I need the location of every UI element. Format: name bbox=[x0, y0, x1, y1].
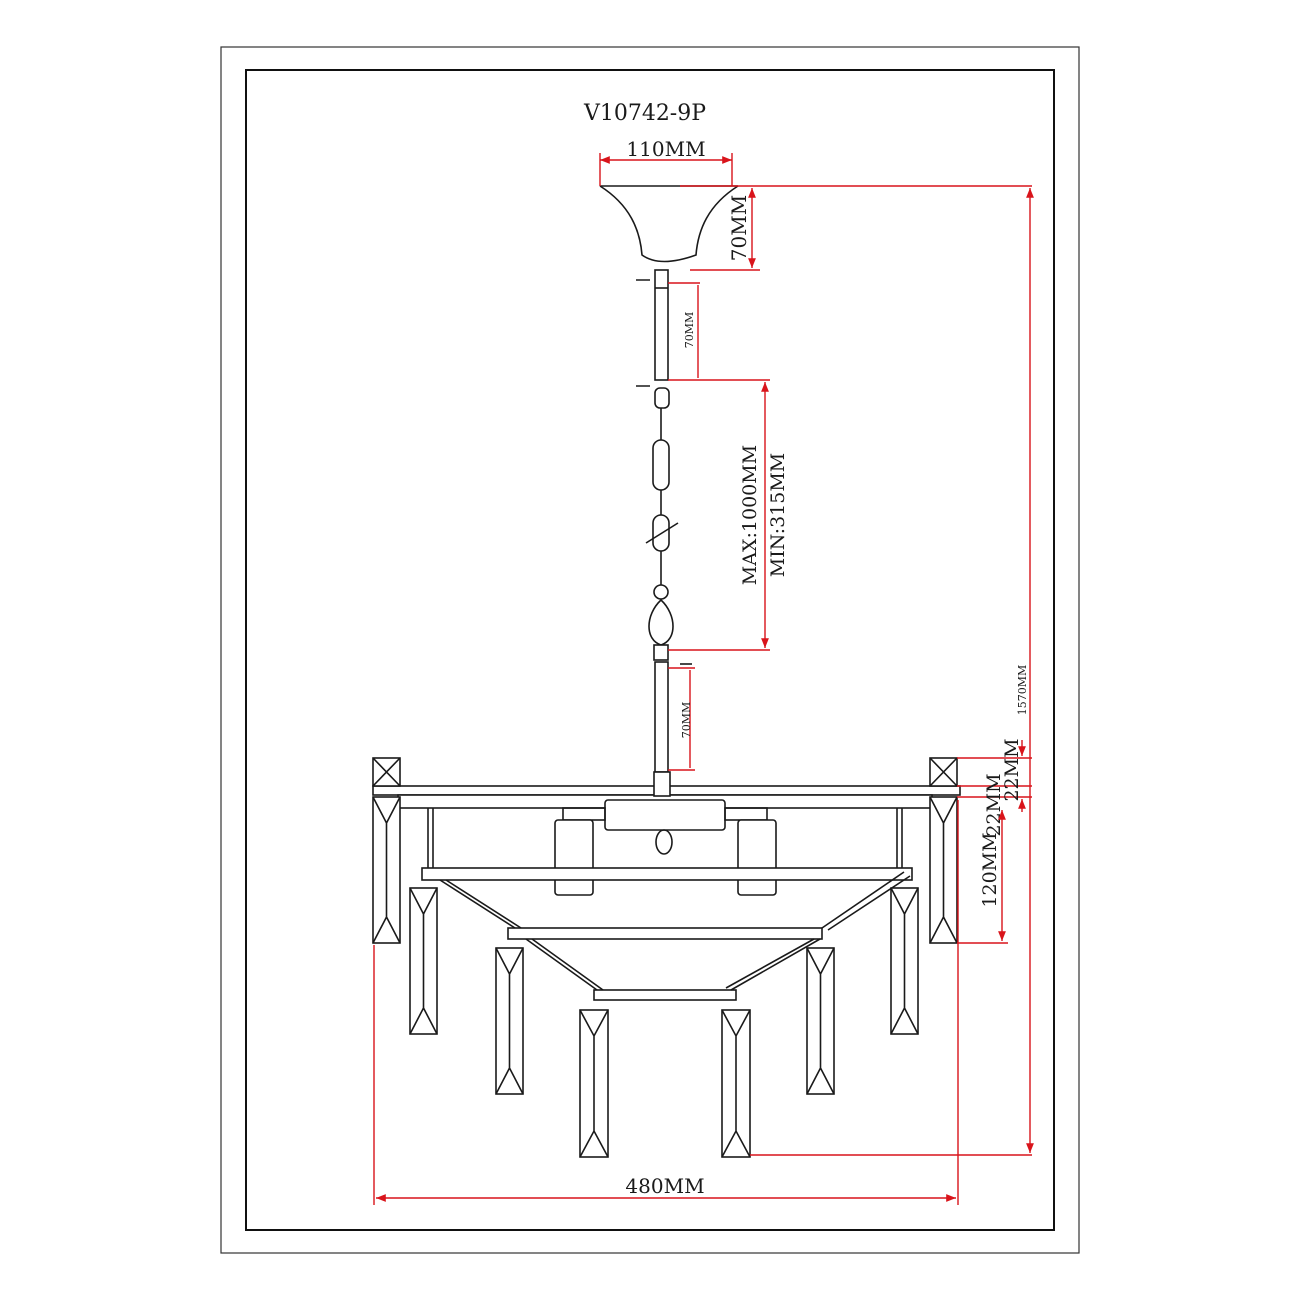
crystal-prism bbox=[890, 887, 919, 1035]
crystal-prism bbox=[579, 1009, 609, 1158]
inner-frame bbox=[245, 69, 1055, 1231]
chandelier-frame bbox=[372, 757, 961, 1001]
dim-overall-width-label: 480MM bbox=[625, 1174, 704, 1198]
light-cup-left bbox=[554, 819, 594, 896]
light-cup-right bbox=[737, 819, 777, 896]
upper-rod bbox=[636, 269, 669, 387]
dim-canopy-width-label: 110MM bbox=[626, 137, 705, 161]
crystal-prism bbox=[495, 947, 524, 1095]
chain bbox=[645, 387, 692, 665]
outer-frame bbox=[220, 46, 1080, 1254]
dim-lower-rod-label: 70MM bbox=[680, 702, 693, 739]
crystal-prism bbox=[372, 796, 401, 944]
dim-crystal-drop-label: 120MM bbox=[979, 832, 1001, 907]
dim-upper-rod-label: 70MM bbox=[683, 312, 696, 349]
dim-canopy-height-label: 70MM bbox=[727, 195, 751, 261]
dim-frame-top-label: 22MM bbox=[1001, 738, 1023, 801]
crystal-prism bbox=[409, 887, 438, 1035]
dim-total-height-label: 1570MM bbox=[1016, 665, 1029, 716]
ceiling-canopy bbox=[599, 185, 739, 263]
crystal-prisms bbox=[372, 796, 958, 1158]
dim-chain-min-label: MIN:315MM bbox=[767, 453, 789, 577]
crystal-prism bbox=[806, 947, 835, 1095]
model-number: V10742-9P bbox=[583, 101, 706, 126]
crystal-prism bbox=[721, 1009, 751, 1158]
crystal-prism bbox=[929, 796, 958, 944]
dim-chain-max-label: MAX:1000MM bbox=[739, 445, 761, 585]
lower-rod bbox=[654, 661, 669, 773]
